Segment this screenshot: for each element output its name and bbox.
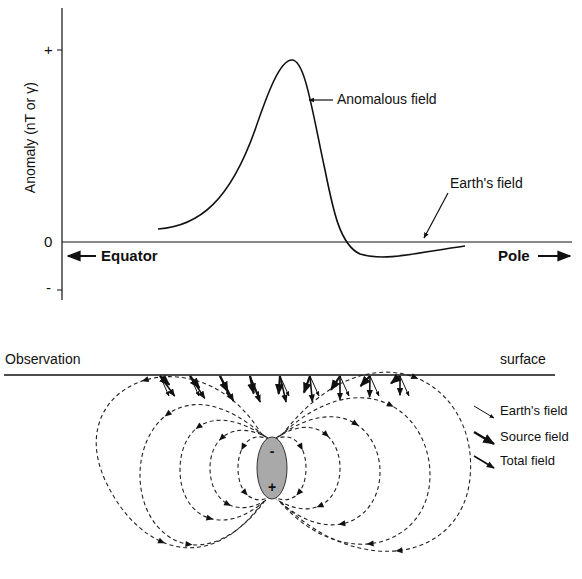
total-field-vector	[160, 376, 175, 396]
body-ellipse	[257, 437, 287, 499]
surface-label: surface	[500, 352, 546, 367]
leader-line	[309, 99, 333, 100]
source-field-vector	[331, 376, 340, 390]
source-body: -+	[256, 436, 288, 500]
earth-field-vector	[370, 376, 379, 396]
field-arrowhead	[194, 422, 203, 431]
total-field-vector	[250, 376, 260, 402]
axis-tick-label: -	[46, 280, 51, 297]
total-field-vector	[190, 376, 205, 398]
total-field-vector	[310, 376, 312, 402]
field-arrowhead	[294, 488, 303, 497]
zero-line	[62, 241, 572, 242]
source-field-vector	[391, 376, 400, 383]
total-field-vector	[339, 376, 341, 400]
field-arrowhead	[315, 502, 324, 510]
tick	[57, 290, 62, 291]
axis-tick-label: +	[44, 42, 53, 59]
field-arrowhead	[386, 401, 395, 410]
field-arrowhead	[322, 430, 331, 439]
total-field-vector	[399, 376, 401, 395]
field-arrowhead	[223, 500, 232, 508]
legend-sample	[474, 406, 494, 418]
legend-sample	[474, 432, 494, 444]
source-field-vector	[304, 376, 310, 393]
field-arrows	[141, 373, 420, 554]
direction-label: Pole	[498, 248, 530, 265]
direction-arrow	[68, 255, 96, 257]
axis-tick-label: 0	[44, 234, 52, 251]
field-arrowhead	[297, 443, 306, 452]
y-axis	[61, 8, 62, 300]
legend-text: Total field	[500, 454, 555, 468]
polarity-sign: -	[256, 444, 288, 458]
earth-field-vector	[400, 376, 409, 396]
total-field-vector	[369, 376, 371, 397]
field-arrowhead	[351, 419, 360, 428]
earth-field-vector	[340, 376, 349, 396]
legend-sample	[474, 456, 494, 468]
polarity-sign: +	[256, 480, 288, 494]
field-arrowhead	[141, 376, 149, 384]
source-field-vector	[279, 376, 280, 394]
field-arrowhead	[366, 540, 374, 547]
legend-text: Earth's field	[500, 404, 568, 418]
field-arrowhead	[411, 373, 420, 381]
curve-label: Anomalous field	[337, 92, 437, 107]
surface-label: Observation	[5, 352, 80, 367]
legend-text: Source field	[500, 430, 569, 444]
source-field-vector	[361, 376, 370, 386]
field-arrowhead	[217, 433, 226, 442]
field-arrowhead	[241, 488, 250, 497]
total-field-vector	[280, 376, 286, 402]
field-arrowhead	[185, 541, 193, 548]
total-field-vector	[220, 376, 233, 401]
field-arrowhead	[163, 410, 172, 419]
tick	[57, 50, 62, 51]
field-arrowhead	[395, 547, 403, 554]
direction-label: Equator	[101, 248, 158, 265]
observation-surface	[4, 374, 555, 375]
leader-line	[424, 193, 448, 238]
curve-label: Earth's field	[450, 176, 523, 191]
field-lines	[96, 372, 470, 551]
direction-arrow	[538, 255, 570, 257]
axis-title: Anomaly (nT or γ)	[22, 82, 37, 193]
field-arrowhead	[157, 538, 166, 546]
field-arrowhead	[206, 515, 214, 523]
field-vectors	[160, 376, 409, 402]
anomaly-curve	[158, 60, 465, 257]
legend-samples	[474, 406, 494, 468]
field-arrowhead	[338, 520, 346, 527]
field-arrowhead	[239, 443, 248, 452]
